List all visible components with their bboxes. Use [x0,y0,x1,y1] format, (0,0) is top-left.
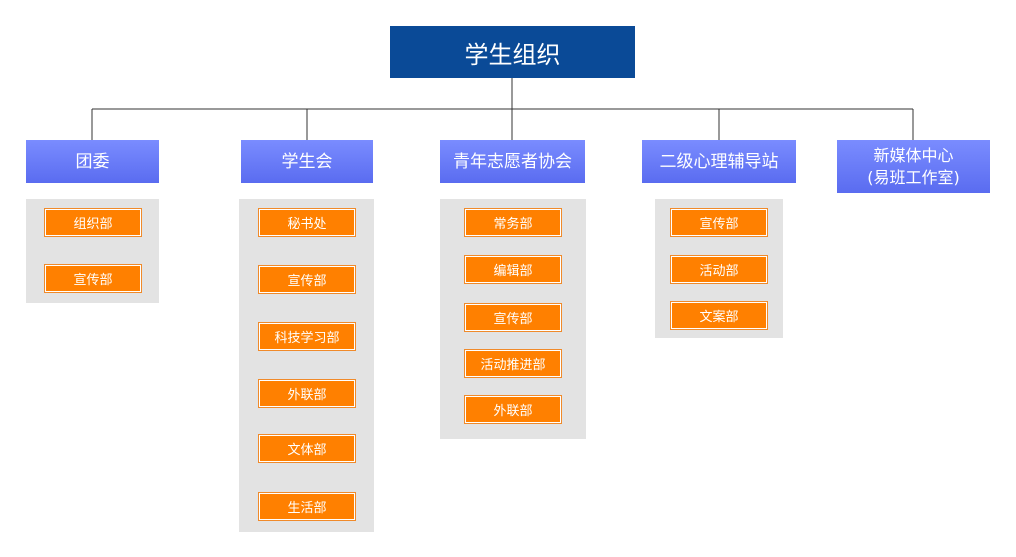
sub-item: 科技学习部 [259,323,355,350]
sub-item: 活动推进部 [465,350,561,377]
panel-psych-counseling-station: 宣传部 活动部 文案部 [655,199,783,338]
sub-item: 组织部 [45,209,141,236]
panel-volunteer-association: 常务部 编辑部 宣传部 活动推进部 外联部 [440,199,586,439]
sub-item: 生活部 [259,493,355,520]
sub-item: 宣传部 [465,304,561,331]
root-node: 学生组织 [390,26,635,78]
dept-new-media-line2: (易班工作室) [867,167,960,187]
sub-item: 活动部 [671,256,767,283]
sub-item: 文案部 [671,302,767,329]
sub-item: 外联部 [465,396,561,423]
dept-xueshenghui: 学生会 [241,140,373,183]
sub-item: 文体部 [259,435,355,462]
panel-tuanwei: 组织部 宣传部 [26,199,159,303]
dept-tuanwei: 团委 [26,140,159,183]
panel-xueshenghui: 秘书处 宣传部 科技学习部 外联部 文体部 生活部 [239,199,374,532]
sub-item: 外联部 [259,380,355,407]
dept-psych-counseling-station: 二级心理辅导站 [642,140,796,183]
sub-item: 常务部 [465,209,561,236]
dept-new-media-line1: 新媒体中心 [873,145,954,165]
dept-volunteer-association: 青年志愿者协会 [440,140,585,183]
sub-item: 宣传部 [671,209,767,236]
sub-item: 编辑部 [465,256,561,283]
dept-new-media-center: 新媒体中心 (易班工作室) [837,140,990,193]
sub-item: 宣传部 [45,265,141,292]
sub-item: 宣传部 [259,266,355,293]
sub-item: 秘书处 [259,209,355,236]
